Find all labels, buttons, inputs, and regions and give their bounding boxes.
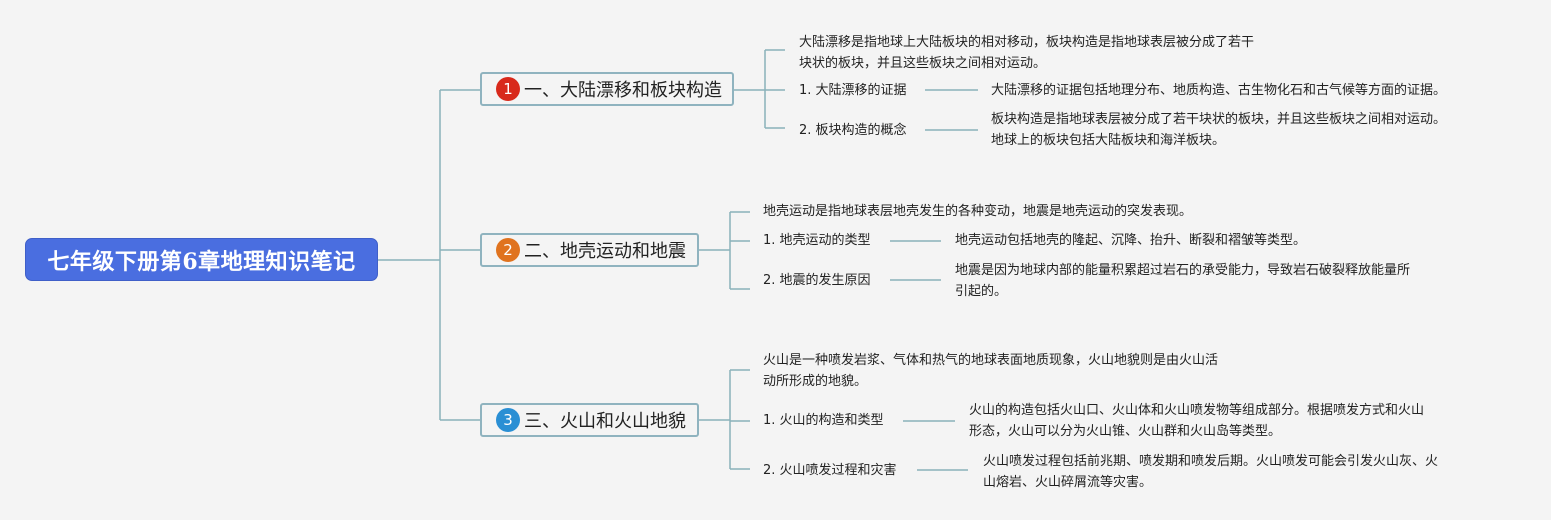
detail-line: 地震是因为地球内部的能量积累超过岩石的承受能力，导致岩石破裂释放能量所 <box>955 263 1411 278</box>
branch-3-sub-1-detail[interactable]: 火山的构造包括火山口、火山体和火山喷发物等组成部分。根据喷发方式和火山 形态，火… <box>969 400 1424 442</box>
branch-topic-1[interactable]: 1 一、大陆漂移和板块构造 <box>480 72 734 106</box>
detail-line: 引起的。 <box>955 284 1008 299</box>
branch-3-sub-1[interactable]: 1. 火山的构造和类型 <box>763 413 884 428</box>
branch-2-sub-2[interactable]: 2. 地震的发生原因 <box>763 273 871 288</box>
intro-line: 大陆漂移是指地球上大陆板块的相对移动，板块构造是指地球表层被分成了若干 <box>799 35 1255 50</box>
branch-title: 三、火山和火山地貌 <box>524 411 686 432</box>
detail-line: 形态，火山可以分为火山锥、火山群和火山岛等类型。 <box>969 424 1282 439</box>
branch-1-intro[interactable]: 大陆漂移是指地球上大陆板块的相对移动，板块构造是指地球表层被分成了若干 块状的板… <box>799 32 1254 74</box>
detail-line: 地壳运动包括地壳的隆起、沉降、抬升、断裂和褶皱等类型。 <box>955 233 1307 248</box>
detail-line: 火山的构造包括火山口、火山体和火山喷发物等组成部分。根据喷发方式和火山 <box>969 403 1425 418</box>
branch-1-sub-1-detail[interactable]: 大陆漂移的证据包括地理分布、地质构造、古生物化石和古气候等方面的证据。 <box>991 80 1446 101</box>
detail-line: 地球上的板块包括大陆板块和海洋板块。 <box>991 133 1226 148</box>
detail-line: 山熔岩、火山碎屑流等灾害。 <box>983 475 1153 490</box>
branch-2-sub-1[interactable]: 1. 地壳运动的类型 <box>763 233 871 248</box>
branch-2-sub-2-detail[interactable]: 地震是因为地球内部的能量积累超过岩石的承受能力，导致岩石破裂释放能量所 引起的。 <box>955 260 1410 302</box>
intro-line: 动所形成的地貌。 <box>763 374 868 389</box>
branch-1-sub-2[interactable]: 2. 板块构造的概念 <box>799 123 907 138</box>
detail-line: 大陆漂移的证据包括地理分布、地质构造、古生物化石和古气候等方面的证据。 <box>991 83 1447 98</box>
number-badge-icon: 2 <box>496 238 520 262</box>
root-title: 七年级下册第6章地理知识笔记 <box>47 248 356 275</box>
detail-line: 板块构造是指地球表层被分成了若干块状的板块，并且这些板块之间相对运动。 <box>991 112 1447 127</box>
detail-line: 火山喷发过程包括前兆期、喷发期和喷发后期。火山喷发可能会引发火山灰、火 <box>983 454 1439 469</box>
branch-2-sub-1-detail[interactable]: 地壳运动包括地壳的隆起、沉降、抬升、断裂和褶皱等类型。 <box>955 230 1306 251</box>
branch-3-sub-2[interactable]: 2. 火山喷发过程和灾害 <box>763 463 897 478</box>
branch-title: 一、大陆漂移和板块构造 <box>524 80 722 101</box>
intro-line: 块状的板块，并且这些板块之间相对运动。 <box>799 56 1047 71</box>
root-topic[interactable]: 七年级下册第6章地理知识笔记 <box>25 238 378 281</box>
branch-title: 二、地壳运动和地震 <box>524 241 686 262</box>
intro-line: 火山是一种喷发岩浆、气体和热气的地球表面地质现象，火山地貌则是由火山活 <box>763 353 1219 368</box>
intro-line: 地壳运动是指地球表层地壳发生的各种变动，地震是地壳运动的突发表现。 <box>763 204 1193 219</box>
number-badge-icon: 1 <box>496 77 520 101</box>
branch-topic-2[interactable]: 2 二、地壳运动和地震 <box>480 233 699 267</box>
branch-topic-3[interactable]: 3 三、火山和火山地貌 <box>480 403 699 437</box>
branch-3-sub-2-detail[interactable]: 火山喷发过程包括前兆期、喷发期和喷发后期。火山喷发可能会引发火山灰、火 山熔岩、… <box>983 451 1438 493</box>
branch-1-sub-2-detail[interactable]: 板块构造是指地球表层被分成了若干块状的板块，并且这些板块之间相对运动。 地球上的… <box>991 109 1446 151</box>
branch-3-intro[interactable]: 火山是一种喷发岩浆、气体和热气的地球表面地质现象，火山地貌则是由火山活 动所形成… <box>763 350 1218 392</box>
branch-1-sub-1[interactable]: 1. 大陆漂移的证据 <box>799 83 907 98</box>
number-badge-icon: 3 <box>496 408 520 432</box>
branch-2-intro[interactable]: 地壳运动是指地球表层地壳发生的各种变动，地震是地壳运动的突发表现。 <box>763 201 1192 222</box>
